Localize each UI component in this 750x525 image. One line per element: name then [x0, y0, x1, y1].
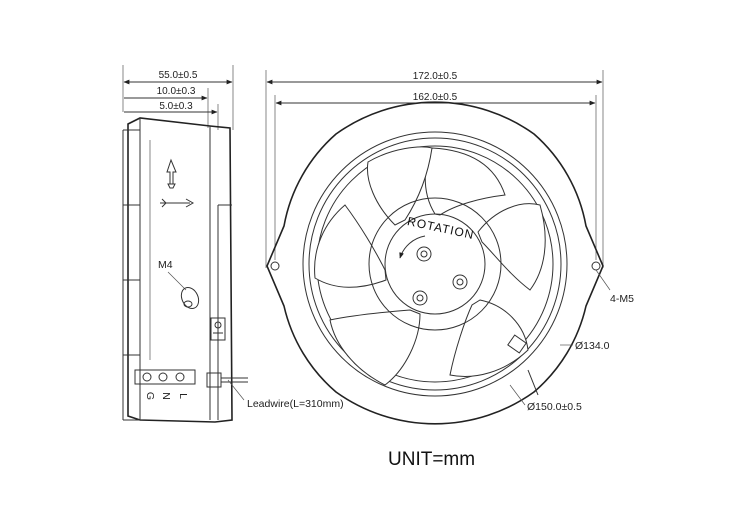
hub-screw-3 [412, 290, 428, 306]
housing-outline [127, 117, 233, 423]
front-view: 172.0±0.5 162.0±0.5 4-M5 [265, 70, 634, 425]
leadwire-label: Leadwire(L=310mm) [247, 398, 344, 410]
airflow-arrow-icon [166, 158, 177, 189]
fan-blades [314, 146, 546, 386]
hub-screw-2 [452, 274, 468, 290]
outer-ring [302, 131, 568, 397]
terminal-label-g: G [144, 392, 156, 400]
hub-screw-1 [416, 246, 432, 262]
terminal-block [134, 369, 196, 385]
diameter-inner-label: Ø134.0 [575, 340, 610, 352]
rotation-label: ROTATION [406, 214, 476, 242]
terminal-label-n: N [160, 392, 172, 400]
dim-holes-label: 162.0±0.5 [413, 92, 458, 103]
dim-outer-label: 172.0±0.5 [413, 71, 458, 82]
m4-label: M4 [158, 259, 173, 271]
housing-frame [266, 101, 604, 425]
unit-label: UNIT=mm [388, 449, 475, 470]
dim-width-label: 55.0±0.5 [159, 70, 198, 81]
leadwire-grommet [206, 372, 222, 388]
mount-hole-left [270, 261, 280, 271]
diameter-outer-label: Ø150.0±0.5 [527, 401, 582, 413]
wire-exit [507, 334, 527, 354]
mount-hole-label: 4-M5 [610, 293, 634, 305]
rotation-direction-icon [399, 235, 426, 259]
connector-block [210, 317, 226, 341]
hub-inner [384, 213, 486, 315]
dim-lip-label: 5.0±0.3 [159, 101, 193, 112]
ground-screw [180, 286, 200, 310]
rotation-arrow-icon [160, 198, 195, 208]
hub-outer [368, 197, 502, 331]
dim-flange-label: 10.0±0.3 [157, 86, 196, 97]
side-view: 55.0±0.5 10.0±0.3 5.0±0.3 M4 [122, 65, 344, 423]
mount-hole-right [591, 261, 601, 271]
terminal-label-l: L [177, 393, 189, 399]
